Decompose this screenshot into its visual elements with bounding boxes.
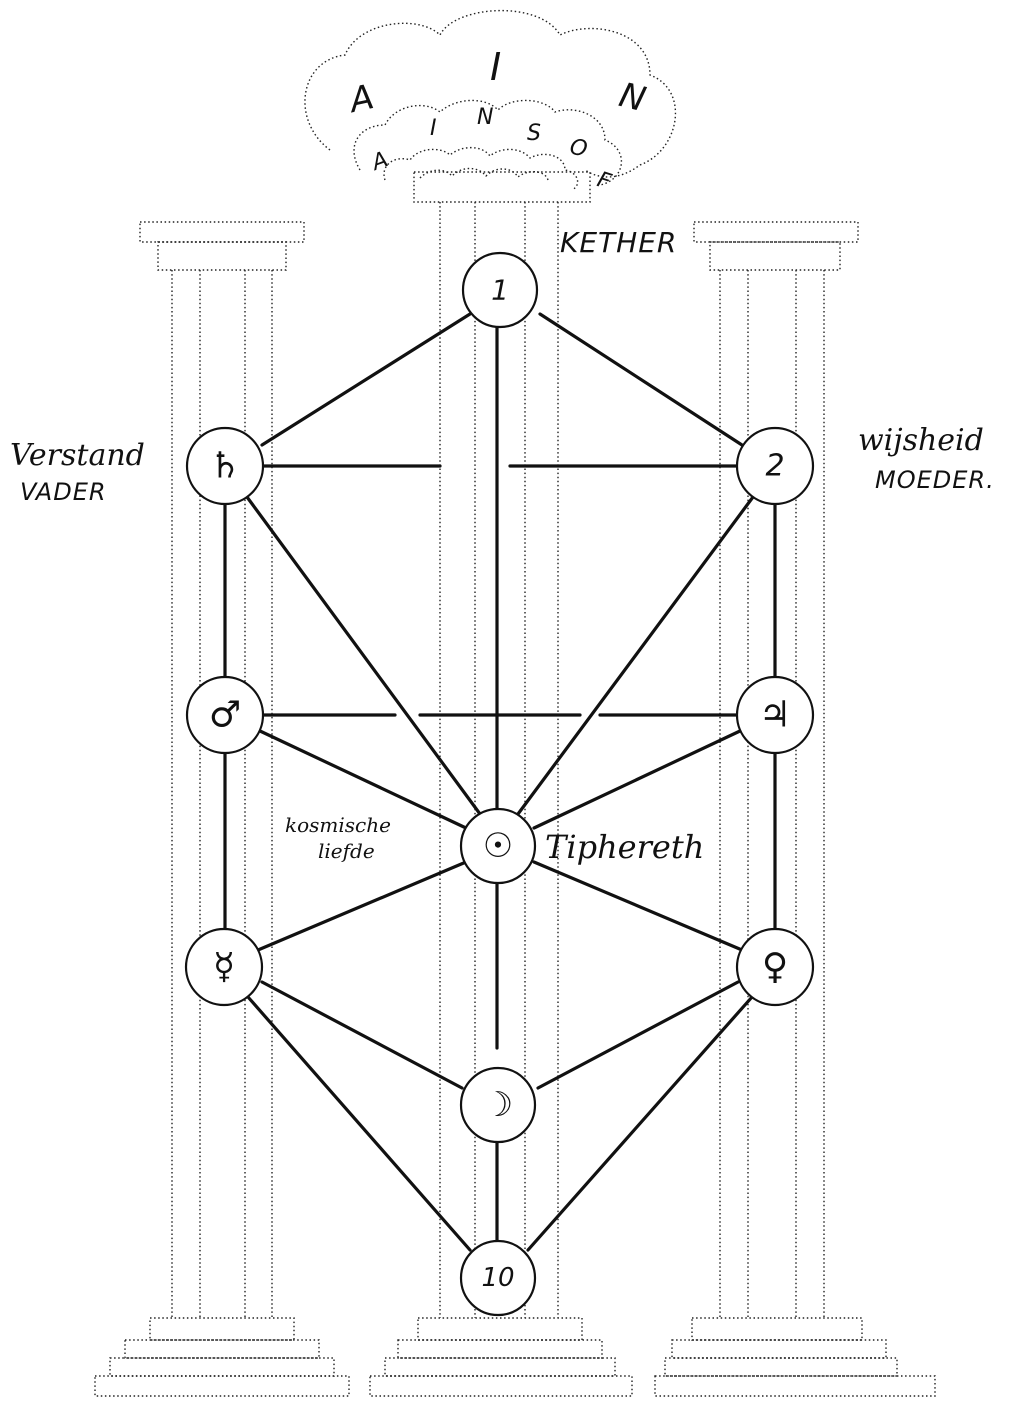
crown-letter: F bbox=[594, 167, 615, 195]
saturn-icon: ♄ bbox=[209, 446, 241, 487]
sephirah-label: 1 bbox=[491, 274, 509, 307]
sephirah-mercury: ☿ bbox=[186, 929, 262, 1005]
crown-letter: O bbox=[568, 135, 590, 163]
sun-icon: ☉ bbox=[483, 826, 513, 866]
mars-icon: ♂ bbox=[209, 695, 241, 736]
jupiter-icon: ♃ bbox=[759, 695, 791, 736]
sephirah-jupiter: ♃ bbox=[737, 677, 813, 753]
path-venus-moon bbox=[538, 982, 738, 1088]
label-liefde: liefde bbox=[318, 839, 375, 863]
crown-letter: A bbox=[367, 147, 393, 177]
sephirah-sun: ☉ bbox=[461, 809, 535, 883]
right-label-wijsheid: wijsheid bbox=[858, 423, 984, 458]
path-chokmah-sun bbox=[518, 497, 753, 814]
sephirah-saturn: ♄ bbox=[187, 428, 263, 504]
path-saturn-sun bbox=[247, 497, 480, 814]
path-jupiter-sun bbox=[534, 731, 740, 828]
path-kether-saturn bbox=[262, 314, 470, 445]
ain-soph-crown: A I N A I N S O F bbox=[305, 11, 676, 196]
kether-label: KETHER bbox=[560, 226, 677, 259]
mercury-icon: ☿ bbox=[213, 947, 235, 988]
sephirah-label: 10 bbox=[481, 1263, 514, 1293]
crown-letter: I bbox=[430, 116, 438, 141]
crown-letter: S bbox=[527, 121, 542, 146]
path-sun-mercury bbox=[258, 862, 466, 950]
sephirah-kether: 1 bbox=[463, 253, 537, 327]
sephirah-moon: ☽ bbox=[461, 1068, 535, 1142]
moon-icon: ☽ bbox=[483, 1085, 513, 1125]
path-mercury-moon bbox=[262, 982, 462, 1088]
crown-letter: N bbox=[477, 105, 494, 130]
crown-letter: N bbox=[615, 75, 650, 120]
right-pillar bbox=[655, 222, 935, 1396]
left-label-vader: VADER bbox=[20, 478, 107, 506]
sephirah-malkuth: 10 bbox=[461, 1241, 535, 1315]
right-label-moeder: MOEDER. bbox=[875, 466, 995, 494]
sephirah-chokmah: 2 bbox=[737, 428, 813, 504]
crown-letter: A bbox=[344, 77, 378, 122]
sephirah-label: 2 bbox=[765, 449, 784, 484]
path-sun-venus bbox=[534, 862, 742, 950]
sephirah-mars: ♂ bbox=[187, 677, 263, 753]
sephirah-venus: ♀ bbox=[737, 929, 813, 1005]
crown-letter: I bbox=[490, 45, 502, 89]
left-label-verstand: Verstand bbox=[10, 438, 145, 473]
center-pillar bbox=[370, 172, 632, 1396]
path-kether-chokmah bbox=[540, 314, 742, 445]
label-kosmische: kosmische bbox=[285, 813, 391, 837]
tiphereth-label: Tiphereth bbox=[545, 828, 704, 866]
venus-icon: ♀ bbox=[762, 947, 788, 988]
left-pillar bbox=[95, 222, 349, 1396]
